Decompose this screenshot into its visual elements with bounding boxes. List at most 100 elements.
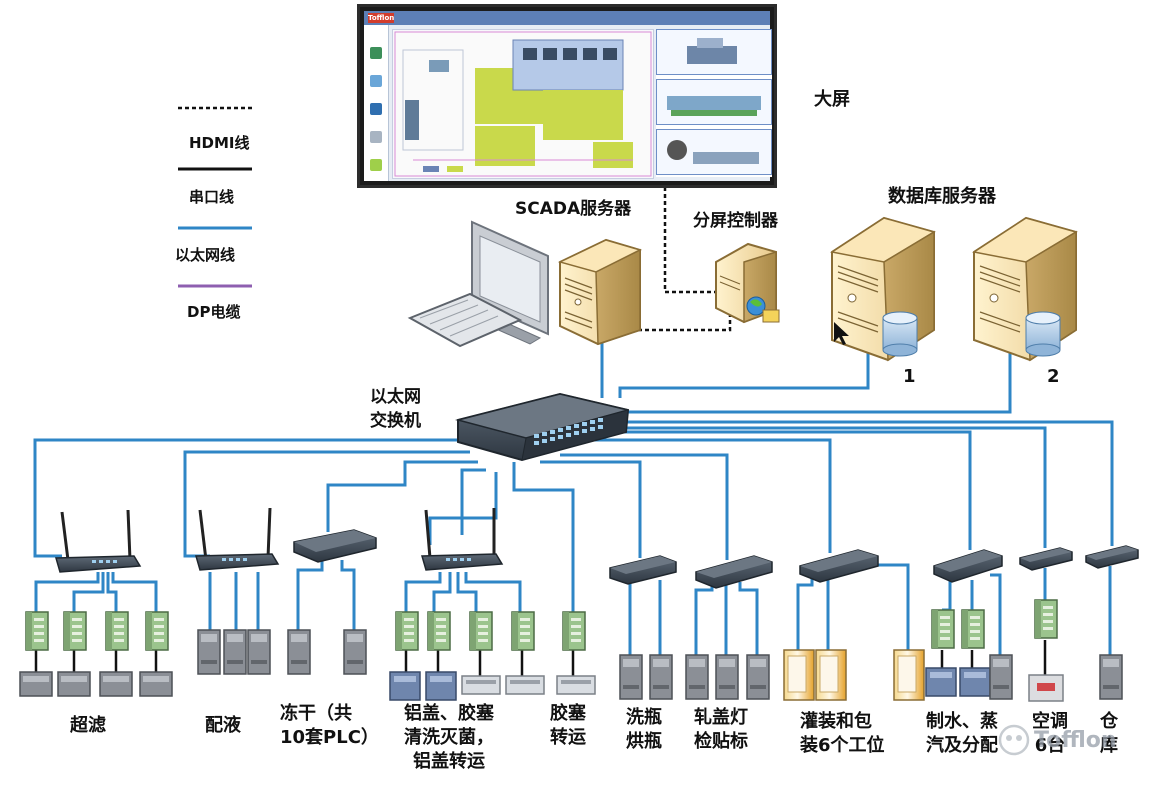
sidebar-app-icon [370,47,382,59]
plc-module-icon [511,611,535,651]
flat-io-block-icon [556,675,596,695]
plc-module-icon [427,611,451,651]
plc-module-icon [145,611,169,651]
hmi-panel-icon [783,649,815,701]
group-label-hvac: 空调 6台 [1032,711,1068,756]
sidebar-app-icon [370,103,382,115]
switch-label-line2: 交换机 [370,411,421,431]
mouse-cursor-icon [834,322,849,345]
group-label-cap-stopper: 铝盖、胶塞 清洗灭菌， 铝盖转运 [404,703,494,772]
group-label-wash-bake: 洗瓶 烘瓶 [626,707,662,752]
ethernet-switch-icon [455,392,630,462]
database-server-2-icon [972,216,1078,362]
screen-title-bar: Tofflon [364,11,770,25]
panel-graphic [667,96,761,116]
io-block-icon [99,671,133,697]
router-dispensing-icon [195,507,280,571]
sidebar-app-icon [370,131,382,143]
scada-server-label: SCADA服务器 [515,199,632,219]
small-switch-warehouse-icon [1085,545,1139,569]
group-label-freeze-dry: 冻干（共 10套PLC） [280,703,379,748]
controller-unit-icon [343,629,367,675]
blue-io-block-icon [389,671,421,701]
router-ultrafiltration-icon [55,509,142,573]
group-label-water-steam: 制水、蒸 汽及分配 [926,711,998,756]
group-label-warehouse: 仓 库 [1100,711,1118,756]
blue-io-block-icon [925,667,957,697]
small-switch-filling-icon [799,549,879,583]
database-server-label: 数据库服务器 [888,186,996,207]
legend-hdmi-label: HDMI线 [189,134,250,152]
floor-plan-drawing [394,31,652,177]
sidebar-app-icon [370,159,382,171]
hmi-panel-icon [893,649,925,701]
controller-unit-icon [746,654,770,700]
plc-module-icon [562,611,586,651]
plc-module-icon [469,611,493,651]
database-server-1-icon [830,216,936,362]
legend-dp-label: DP电缆 [187,303,241,321]
group-label-stopper-transfer: 胶塞 转运 [550,703,586,748]
legend-lines [178,106,252,288]
screen-panel [656,129,772,175]
sidebar-app-icon [370,75,382,87]
split-controller-label: 分屏控制器 [693,211,778,231]
controller-unit-icon [197,629,221,675]
controller-unit-icon [247,629,271,675]
controller-unit-icon [223,629,247,675]
io-block-icon [19,671,53,697]
watermark-logo-icon [998,724,1030,756]
database-server-2-number: 2 [1047,366,1060,387]
big-screen-content: Tofflon [364,11,772,181]
flat-io-block-icon [505,675,545,695]
small-switch-freeze-dry-icon [293,529,377,563]
controller-unit-icon [649,654,673,700]
plc-module-icon [105,611,129,651]
io-block-icon [139,671,173,697]
group-label-crimp-inspect: 轧盖灯 检贴标 [694,707,748,752]
controller-unit-icon [287,629,311,675]
blue-io-block-icon [425,671,457,701]
small-switch-crimp-icon [695,555,773,589]
plc-module-icon [931,609,955,649]
legend-ethernet-label: 以太网线 [175,246,236,264]
group-label-dispensing: 配液 [205,715,241,736]
serial-lines [34,640,1047,676]
controller-unit-icon [619,654,643,700]
scada-server-icon [557,238,643,346]
group-label-ultrafiltration: 超滤 [70,715,106,736]
hmi-panel-icon [815,649,847,701]
split-controller-icon [715,242,780,324]
screen-logo: Tofflon [368,13,395,23]
ethernet-lines [33,342,1114,655]
screen-panel [656,79,772,125]
plc-module-icon [961,609,985,649]
panel-graphic [667,140,759,164]
legend-serial-label: 串口线 [189,188,235,206]
controller-unit-icon [1099,654,1123,700]
hvac-controller-icon [1028,674,1064,702]
device-layer [19,599,1123,702]
group-label-filling-packing: 灌装和包 装6个工位 [800,711,885,756]
watermark-text: Tofflon [1034,728,1117,753]
controller-unit-icon [989,654,1013,700]
small-switch-water-icon [933,549,1003,583]
router-cap-stopper-icon [421,508,504,571]
big-screen-label: 大屏 [814,89,850,110]
screen-sidebar [364,25,389,181]
screen-right-panels [656,29,772,177]
flat-io-block-icon [461,675,501,695]
controller-unit-icon [685,654,709,700]
plc-module-icon [395,611,419,651]
small-switch-wash-icon [609,555,677,585]
desktop-monitor-icon [407,220,549,348]
database-server-1-number: 1 [903,366,916,387]
plc-module-icon [25,611,49,651]
plc-module-icon [1034,599,1058,639]
big-screen-display: Tofflon [357,4,777,188]
switch-label-line1: 以太网 [370,387,421,407]
blue-io-block-icon [959,667,991,697]
io-block-icon [57,671,91,697]
panel-graphic [687,38,737,64]
